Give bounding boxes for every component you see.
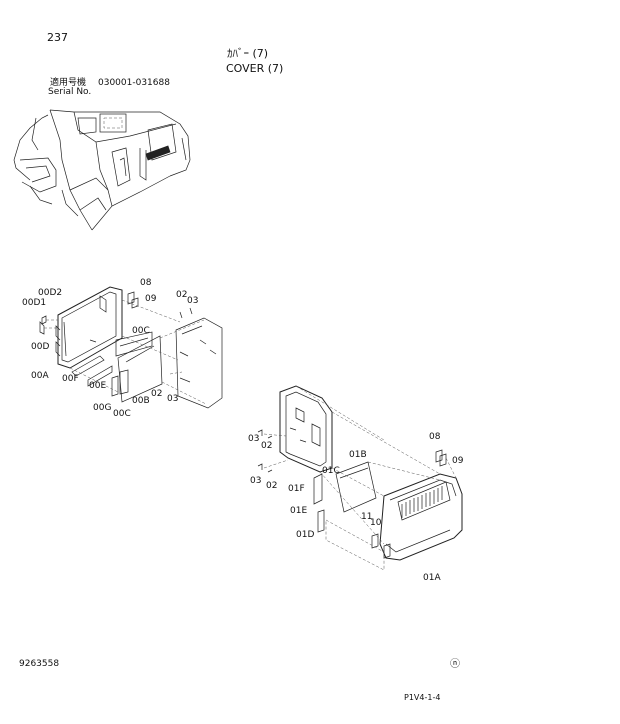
callout-03-right-lower: 03: [250, 476, 262, 486]
callout-02-left-upper: 02: [176, 290, 188, 300]
callout-00A: 00A: [31, 371, 49, 381]
serial-label-jp: 適用号機: [50, 78, 87, 88]
callout-00D1: 00D1: [22, 298, 47, 308]
circle-mark: ⓝ: [450, 659, 460, 670]
left-assembly: [39, 286, 223, 409]
document-number: 9263558: [19, 659, 60, 669]
serial-label: Serial No.: [48, 87, 92, 97]
callout-00D: 00D: [31, 342, 50, 352]
page-title: COVER (7): [226, 62, 284, 75]
right-assembly: [257, 385, 463, 571]
callout-00D2: 00D2: [38, 288, 63, 298]
callout-03-left-lower: 03: [167, 394, 179, 404]
callout-02-right-lower: 02: [266, 481, 278, 491]
callout-00E: 00E: [89, 381, 107, 391]
callout-02-right-upper: 02: [261, 441, 273, 451]
page-title-jp: ｶﾊﾞｰ (7): [227, 47, 269, 60]
callout-09-left: 09: [145, 294, 157, 304]
callout-01F: 01F: [288, 484, 305, 494]
callout-01E: 01E: [290, 506, 308, 516]
callout-08-left: 08: [140, 278, 152, 288]
callout-00G: 00G: [93, 403, 112, 413]
callout-10: 10: [370, 518, 382, 528]
callout-01C: 01C: [322, 466, 340, 476]
callout-01B: 01B: [349, 450, 367, 460]
callout-00B: 00B: [132, 396, 150, 406]
callout-08-right: 08: [429, 432, 441, 442]
callout-02-left-lower: 02: [151, 389, 163, 399]
serial-range: 030001-031688: [98, 78, 170, 88]
callout-11: 11: [361, 512, 373, 522]
callout-01A: 01A: [423, 573, 441, 583]
callout-00C-upper: 00C: [132, 326, 150, 336]
callout-00C-lower: 00C: [113, 409, 131, 419]
machine-overview-sketch: [13, 109, 191, 231]
callout-00F: 00F: [62, 374, 79, 384]
callout-09-right: 09: [452, 456, 464, 466]
callout-03-right-upper: 03: [248, 434, 260, 444]
page-number: 237: [47, 31, 68, 44]
callout-01D: 01D: [296, 530, 315, 540]
page-code: P1V4-1-4: [404, 693, 441, 702]
callout-03-left-upper: 03: [187, 296, 199, 306]
